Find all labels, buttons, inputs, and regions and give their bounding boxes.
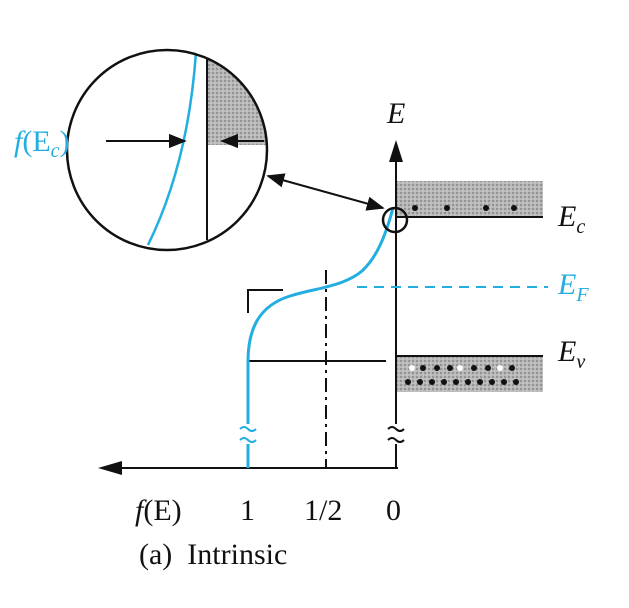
tick-label-one: 1 (240, 494, 255, 527)
magnified-inset (65, 48, 269, 252)
energy-axis-label: E (386, 97, 405, 130)
tick-label-half: 1/2 (304, 494, 342, 527)
fermi-level-label: EF (557, 268, 589, 306)
fermi-dirac-curve (246, 207, 395, 468)
figure-caption: (a) Intrinsic (139, 538, 287, 571)
unity-reference-mark (247, 289, 283, 313)
magnify-connector-arrow (266, 173, 385, 211)
conduction-band-label: Ec (557, 200, 585, 238)
valence-band (397, 356, 543, 392)
magnify-target-circle (381, 206, 409, 234)
inset-label-f-ec: f(Ec) (14, 125, 70, 162)
inset-fermi-curve (146, 51, 198, 246)
fe-axis-label: f(E) (135, 494, 182, 527)
energy-axis-break (387, 426, 405, 443)
valence-band-label: Ev (557, 335, 585, 373)
energy-axis-arrowhead (389, 140, 403, 162)
inset-circle-outline (65, 48, 269, 252)
conduction-band (397, 181, 543, 217)
conduction-electrons (412, 205, 517, 211)
curve-break (239, 426, 257, 443)
tick-label-zero: 0 (386, 494, 401, 527)
fe-axis-arrowhead (98, 461, 122, 475)
valence-holes-electrons (405, 365, 519, 385)
inset-band-shading (207, 50, 267, 145)
